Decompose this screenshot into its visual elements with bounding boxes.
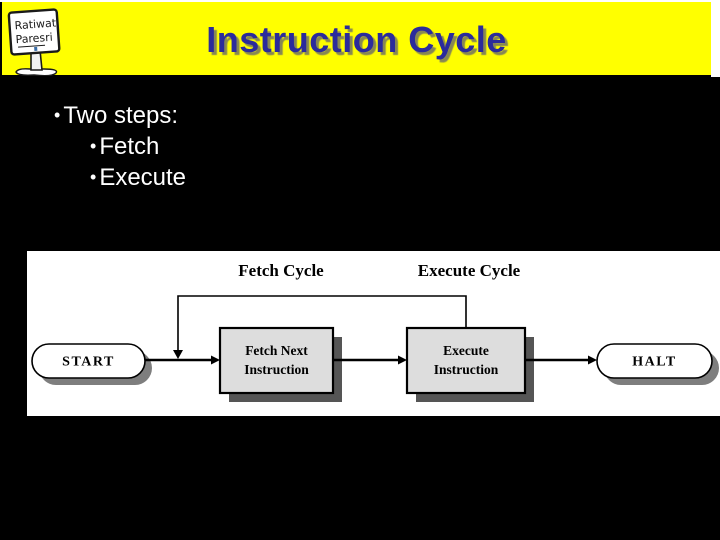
logo-whiteboard-icon: Ratiwat Paresri [7,8,61,76]
execute-node-label-line2: Instruction [434,362,499,377]
bullet-text: Execute [99,164,187,191]
slide-header: Ratiwat Paresri Instruction Cycle [2,2,711,76]
slide-top-edge [0,0,720,2]
execute-node-label-line1: Execute [443,343,489,358]
fetch-node-label-line1: Fetch Next [245,343,308,358]
feedback-arrowhead-icon [173,350,183,359]
halt-node [596,343,713,379]
bullet-glyph: • [54,105,61,125]
slide-right-edge [711,0,720,77]
arrowhead-icon [398,355,407,365]
bullet-list: •Two steps: •Fetch •Execute [54,100,186,193]
bullet-item-fetch: •Fetch [90,131,186,162]
feedback-edge [177,295,467,354]
fetch-node-label-line2: Instruction [244,362,309,377]
fetch-cycle-label: Fetch Cycle [238,261,324,280]
fetch-node [218,326,335,395]
start-node [31,343,146,379]
slide-title: Instruction Cycle [206,19,507,60]
bullet-text: Fetch [99,133,160,160]
start-node-label: START [62,355,115,370]
halt-node-label: HALT [632,355,676,370]
logo-text-line2: Paresri [15,31,53,47]
bullet-text: Two steps: [63,102,179,129]
bullet-glyph: • [90,167,97,187]
logo-text-line1: Ratiwat [14,16,57,32]
bullet-glyph: • [90,136,97,156]
bullet-item-two-steps: •Two steps: [54,100,186,131]
execute-cycle-label: Execute Cycle [418,261,521,280]
arrowhead-icon [588,355,597,365]
execute-node [405,326,527,395]
bullet-item-execute: •Execute [90,162,186,193]
instruction-cycle-diagram: Fetch Cycle Execute Cycle START HALT Fet… [27,251,720,416]
arrowhead-icon [211,355,220,365]
